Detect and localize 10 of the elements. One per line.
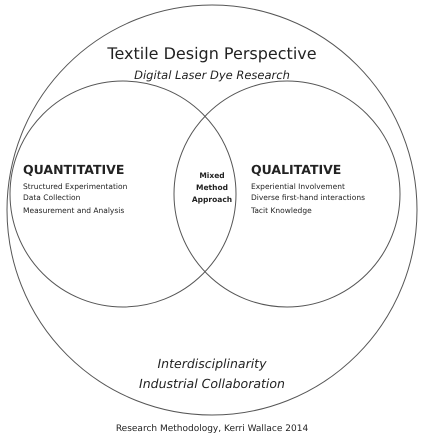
circle [173, 80, 401, 308]
circle-heading: QUALITATIVE [251, 162, 342, 177]
circle [9, 80, 237, 308]
theme-text: Industrial Collaboration [138, 376, 286, 391]
circle-heading: QUANTITATIVE [23, 162, 124, 177]
circle [6, 4, 418, 416]
title: Textile Design Perspective [106, 44, 318, 63]
subtitle: Digital Laser Dye Research [133, 68, 291, 82]
theme-text: Interdisciplinarity [156, 356, 268, 371]
caption: Research Methodology, Kerri Wallace 2014 [114, 424, 310, 434]
